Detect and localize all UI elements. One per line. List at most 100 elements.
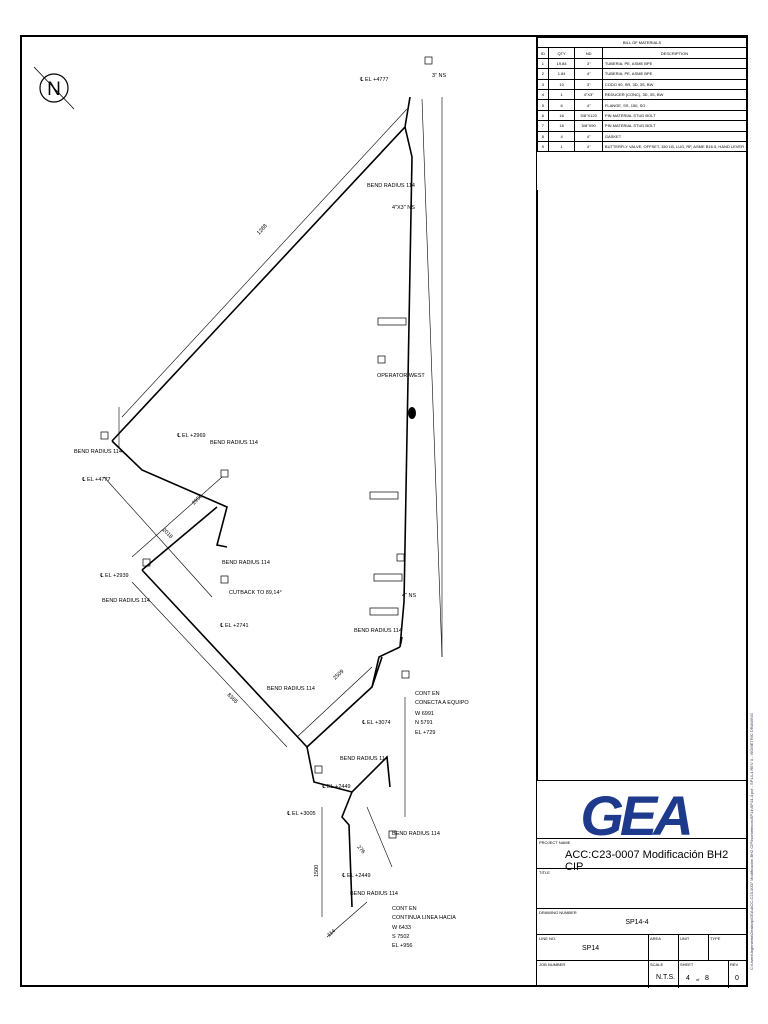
label-el-4777-top: ℄ EL +4777 xyxy=(359,77,389,83)
bom-cell: 4" xyxy=(574,68,603,80)
item-tags xyxy=(100,56,433,839)
label-cutback: CUTBACK TO 89,14° xyxy=(229,590,282,596)
bom-cell: 5/8"X90 xyxy=(574,120,603,132)
bom-cell: 4 xyxy=(547,130,576,142)
bom-cell: 4"X3" xyxy=(574,88,603,101)
bom-cell: 7 xyxy=(537,120,549,132)
label-bend-radius-1: BEND RADIUS 114 xyxy=(367,183,415,189)
bom-header-desc: DESCRIPTION xyxy=(601,47,748,59)
label-bend-radius-4: BEND RADIUS 114 xyxy=(222,560,270,566)
label-bend-radius-8: BEND RADIUS 114 xyxy=(340,756,388,762)
label-bend-radius-3: BEND RADIUS 114 xyxy=(74,449,122,455)
label-el-4777-left: ℄ EL +4777 xyxy=(81,477,111,483)
label-el-2969: ℄ EL +2969 xyxy=(176,433,206,439)
bom-cell: 3" xyxy=(574,78,603,90)
conn1-line2: CONECTA A EQUIPO xyxy=(415,700,469,706)
conn1-el: EL +729 xyxy=(415,730,435,736)
bom-cell: CODO 90, SR, 3D, 3S, BW xyxy=(601,78,748,90)
bom-cell: 5 xyxy=(537,99,549,111)
bom-cell: 8 xyxy=(537,130,549,142)
conn2-line2: CONTINUA LINEA HACIA xyxy=(392,915,456,921)
logo-cell: GEA xyxy=(537,780,748,843)
bom-cell: 16 xyxy=(547,109,576,122)
job-cell: JOB NUMBER SCALE N.T.S. SHEET 4 of 8 REV… xyxy=(537,960,748,988)
conn1-w: W 6991 xyxy=(415,711,434,717)
title-label: TITLE xyxy=(539,870,550,875)
label-ns-3in: 3" NS xyxy=(432,73,447,79)
label-el-2449b: ℄ EL +2449 xyxy=(341,873,371,879)
bom-cell: 6 xyxy=(547,99,576,111)
label-reducer-ns: 4"X3" NS xyxy=(392,205,415,211)
label-bend-radius-10: BEND RADIUS 114 xyxy=(350,891,398,897)
bom-cell: 4" xyxy=(574,130,603,142)
job-label: JOB NUMBER xyxy=(539,962,566,967)
label-bend-radius-5: BEND RADIUS 114 xyxy=(102,598,150,604)
label-el-2939: ℄ EL +2939 xyxy=(99,573,129,579)
sheet-value: 4 xyxy=(686,975,690,982)
file-path-text: C:\Users\Ingenieria\Desktop\GEA\ACC-C23-… xyxy=(749,712,754,970)
bom-cell: BUTTERFLY VALVE, OFFSET, 150 LB, LUG, RF… xyxy=(601,140,748,153)
bom-cell: 1 xyxy=(547,140,576,153)
label-bend-radius-2: BEND RADIUS 114 xyxy=(210,440,258,446)
drawing-label: DRAWING NUMBER xyxy=(539,910,577,915)
panel-divider xyxy=(536,35,537,987)
unit-label: UNIT xyxy=(680,936,690,941)
bom-cell: 4 xyxy=(537,88,549,101)
bom-cell: TUBERIA, PE, ASME BPE xyxy=(601,57,748,70)
bom-cell: 4" xyxy=(574,140,603,153)
rev-value: 0 xyxy=(735,975,739,982)
drawing-frame xyxy=(20,35,748,987)
bom-cell: PIN MATERIAL STUD BOLT xyxy=(601,120,748,132)
label-operator-west: OPERATOR WEST xyxy=(377,373,425,379)
bom-cell: 1 xyxy=(537,57,549,70)
bom-header-id: ID xyxy=(537,47,549,59)
bom-header-nd: ND xyxy=(574,47,603,59)
label-ns-4in: 4" NS xyxy=(402,593,417,599)
bom-cell: 1 xyxy=(547,88,576,101)
conn2-s: S 7502 xyxy=(392,934,409,940)
bom-cell: GASKET xyxy=(601,130,748,142)
conn1-line1: CONT EN xyxy=(415,691,440,697)
title-cell: TITLE xyxy=(537,868,748,908)
isometric-drawing: N xyxy=(33,56,469,949)
dim-2018: 2018 xyxy=(161,527,174,540)
label-bend-radius-9: BEND RADIUS 114 xyxy=(392,831,440,837)
conn2-el: EL +956 xyxy=(392,943,412,949)
bom-cell: 6 xyxy=(537,109,549,122)
dim-1288: 1288 xyxy=(256,223,269,236)
label-el-3005: ℄ EL +3005 xyxy=(286,811,316,817)
drawing-value: SP14-4 xyxy=(625,919,649,926)
pipe-run xyxy=(111,96,413,908)
type-label: TYPE xyxy=(710,936,721,941)
label-el-2449: ℄ EL +2449 xyxy=(321,784,351,790)
rev-label: REV xyxy=(730,962,739,967)
conn2-line1: CONT EN xyxy=(392,906,417,912)
sheet-of: of xyxy=(696,977,700,982)
drawing-number-cell: DRAWING NUMBER SP14-4 xyxy=(537,908,748,934)
line-value: SP14 xyxy=(582,945,600,952)
bom-cell: 16 xyxy=(547,120,576,132)
bom-cell: PIN MATERIAL STUD BOLT xyxy=(601,109,748,122)
project-cell: PROJECT NAME ACC:C23-0007 Modificación B… xyxy=(537,838,748,873)
bom-cell: 3 xyxy=(537,78,549,90)
dimension-lines xyxy=(103,97,443,938)
line-label: LINE NO. xyxy=(539,936,557,941)
bom-cell: FLANGE, SS, 150, SO xyxy=(601,99,748,111)
sheet-total: 8 xyxy=(705,975,709,982)
scale-label: SCALE xyxy=(650,962,664,967)
scale-value: N.T.S. xyxy=(656,974,676,981)
bom-cell: 4" xyxy=(574,99,603,111)
dim-2509: 2509 xyxy=(332,669,345,682)
north-arrow-icon: N xyxy=(33,66,75,110)
dim-276: 276 xyxy=(355,844,366,855)
bom-header-qty: QTY xyxy=(547,47,576,59)
